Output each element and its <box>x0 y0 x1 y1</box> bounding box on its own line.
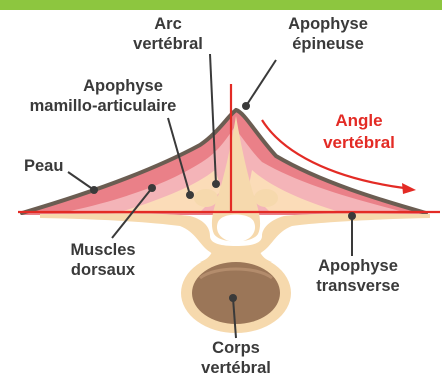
leader-epineuse <box>246 60 276 106</box>
label-peau: Peau <box>24 156 63 176</box>
label-corps-line2: vertébral <box>194 358 278 377</box>
label-arc-line2: vertébral <box>130 34 206 54</box>
dot-corps <box>229 294 237 302</box>
label-angle-line1: Angle <box>304 110 414 132</box>
label-apophyse-epineuse: Apophyse épineuse <box>278 14 378 54</box>
label-transverse-line1: Apophyse <box>306 256 410 276</box>
mamillo-right <box>254 189 278 207</box>
label-muscles-dorsaux: Muscles dorsaux <box>58 240 148 280</box>
angle-arrowhead <box>402 183 416 194</box>
label-apophyse-mamillo: Apophyse mamillo-articulaire <box>0 76 206 116</box>
dot-peau <box>90 186 98 194</box>
leader-peau <box>68 172 94 190</box>
vertebral-body <box>192 262 280 324</box>
dot-transverse <box>348 212 356 220</box>
label-epineuse-line1: Apophyse <box>278 14 378 34</box>
label-corps-vertebral: Corps vertébral <box>194 338 278 377</box>
label-transverse-line2: transverse <box>306 276 410 296</box>
dot-arc <box>212 180 220 188</box>
label-corps-line1: Corps <box>194 338 278 358</box>
label-angle-vertebral: Angle vertébral <box>304 110 414 154</box>
label-muscles-line2: dorsaux <box>58 260 148 280</box>
spinal-canal <box>217 215 255 243</box>
mamillo-left <box>194 189 218 207</box>
label-mamillo-line2: mamillo-articulaire <box>0 96 206 116</box>
label-arc-line1: Arc <box>130 14 206 34</box>
label-peau-text: Peau <box>24 157 63 175</box>
label-apophyse-transverse: Apophyse transverse <box>306 256 410 296</box>
dot-muscles <box>148 184 156 192</box>
label-muscles-line1: Muscles <box>58 240 148 260</box>
label-arc-vertebral: Arc vertébral <box>130 14 206 54</box>
dot-epineuse <box>242 102 250 110</box>
label-epineuse-line2: épineuse <box>278 34 378 54</box>
dot-mamillo <box>186 191 194 199</box>
label-angle-line2: vertébral <box>304 132 414 154</box>
label-mamillo-line1: Apophyse <box>0 76 206 96</box>
